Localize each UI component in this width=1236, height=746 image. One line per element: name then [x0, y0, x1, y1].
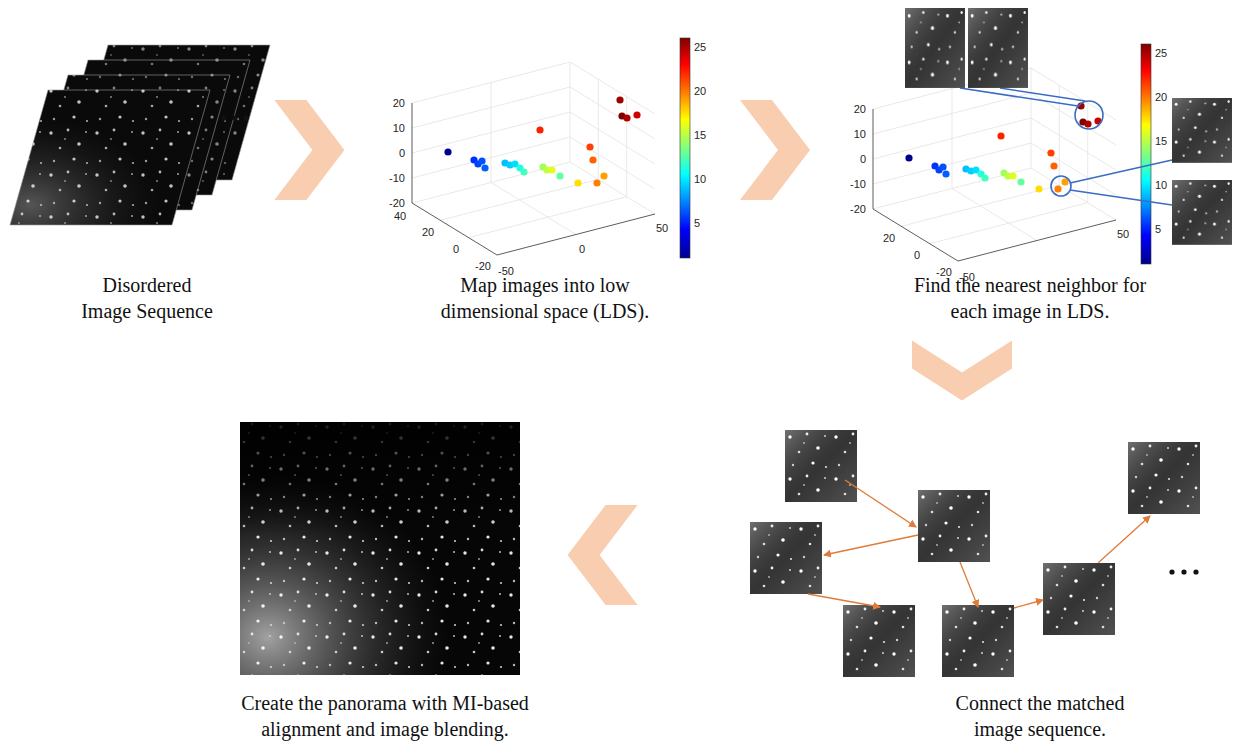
axis-tick-label: 0 — [860, 153, 866, 165]
illustration-part — [1128, 442, 1200, 514]
caption-text: Connect the matched image sequence. — [945, 690, 1135, 742]
stage-chevron — [912, 341, 1012, 401]
illustration-part — [240, 422, 520, 675]
illustration-part — [905, 8, 965, 88]
chevron-arrow — [568, 505, 638, 605]
stage-caption: Connect the matched image sequence. — [945, 690, 1135, 742]
illustration-part — [750, 522, 822, 594]
illustration-part — [232, 115, 237, 120]
axis-tick-label: 20 — [393, 97, 405, 109]
axis-tick-label: 25 — [694, 41, 706, 53]
axis-tick-label: -20 — [850, 203, 866, 215]
illustration-part — [243, 115, 248, 120]
process-stage: Disordered Image Sequence — [5, 40, 260, 326]
axis-tick-label: -50 — [959, 271, 975, 283]
stage-chevron — [740, 100, 810, 200]
ellipsis-dots — [221, 115, 248, 120]
caption-text: Create the panorama with MI-based alignm… — [235, 690, 535, 742]
illustration-part — [221, 115, 226, 120]
axis-tick-label: 20 — [1155, 91, 1167, 103]
stage-caption: Disordered Image Sequence — [78, 272, 216, 324]
stage-caption: Create the panorama with MI-based alignm… — [235, 690, 535, 742]
illustration-part — [968, 8, 1028, 88]
axis-tick-label: 0 — [399, 147, 405, 159]
image-stack — [10, 45, 270, 225]
process-stage: Find the nearest neighbor for each image… — [835, 25, 1230, 326]
axis-tick-label: 20 — [854, 103, 866, 115]
axis-tick-label: 0 — [579, 243, 585, 255]
axis-tick-label: 15 — [1155, 135, 1167, 147]
axis-tick-label: 0 — [914, 249, 920, 261]
axis-tick-label: 10 — [694, 173, 706, 185]
illustration-part — [808, 594, 880, 607]
axis-tick-label: -50 — [498, 265, 514, 277]
axis-tick-label: 15 — [694, 129, 706, 141]
stage-chevron — [274, 100, 344, 200]
axis-tick-label: 5 — [1155, 223, 1161, 235]
illustration-part — [843, 605, 915, 677]
illustration-part — [10, 90, 210, 225]
illustration-part — [1181, 569, 1186, 574]
axis-tick-label: 10 — [854, 128, 866, 140]
illustration-part — [1014, 600, 1043, 608]
axis-tick-label: -10 — [850, 178, 866, 190]
axis-tick-label: 0 — [453, 243, 459, 255]
stage-caption: Map images into low dimensional space (L… — [435, 272, 655, 324]
panorama-image — [240, 422, 520, 675]
illustration-part — [824, 535, 918, 555]
process-stage: Connect the matched image sequence. — [740, 415, 1215, 744]
illustration-part — [845, 480, 916, 527]
illustration-part — [10, 90, 210, 225]
illustration-part — [960, 562, 978, 607]
illustration-part — [1172, 180, 1232, 245]
process-stage: Create the panorama with MI-based alignm… — [230, 415, 535, 744]
neighbor-callouts — [905, 8, 1232, 245]
illustration-part — [785, 430, 857, 502]
axis-tick-label: 25 — [1155, 47, 1167, 59]
illustration-part — [1051, 176, 1071, 196]
illustration-part — [1193, 569, 1198, 574]
scatter-plot-3d — [412, 38, 690, 258]
chevron-arrow — [740, 100, 810, 200]
illustration-part — [1172, 98, 1232, 163]
illustration-part — [918, 490, 990, 562]
illustration-part — [10, 90, 210, 225]
axis-tick-label: 40 — [394, 210, 406, 222]
illustration-part — [240, 422, 520, 675]
illustration-part — [1043, 563, 1115, 635]
axis-tick-label: -20 — [936, 266, 952, 278]
axis-tick-label: 5 — [694, 217, 700, 229]
axis-tick-label: 50 — [1117, 228, 1129, 240]
axis-tick-label: 10 — [393, 122, 405, 134]
axis-tick-label: -20 — [475, 260, 491, 272]
illustration-part — [1098, 516, 1150, 563]
illustration-part — [960, 88, 1172, 205]
axis-tick-label: -20 — [389, 197, 405, 209]
image-chain — [750, 430, 1200, 677]
axis-tick-label: 20 — [883, 232, 895, 244]
axis-tick-label: 20 — [694, 85, 706, 97]
illustration-part — [240, 422, 520, 675]
stage-chevron — [568, 505, 638, 605]
chevron-arrow — [912, 341, 1012, 401]
stage-caption: Find the nearest neighbor for each image… — [903, 272, 1158, 324]
chevron-arrow — [274, 100, 344, 200]
caption-text: Find the nearest neighbor for each image… — [903, 272, 1158, 324]
caption-text: Disordered Image Sequence — [78, 272, 216, 324]
illustration-part — [1169, 569, 1174, 574]
axis-tick-label: 20 — [422, 226, 434, 238]
axis-tick-label: 10 — [1155, 179, 1167, 191]
illustration-part — [942, 605, 1014, 677]
illustration-part — [240, 422, 520, 675]
axis-tick-label: 50 — [656, 222, 668, 234]
caption-text: Map images into low dimensional space (L… — [435, 272, 655, 324]
process-stage: Map images into low dimensional space (L… — [375, 25, 715, 326]
axis-tick-label: -10 — [389, 172, 405, 184]
illustration-part — [1075, 101, 1103, 129]
